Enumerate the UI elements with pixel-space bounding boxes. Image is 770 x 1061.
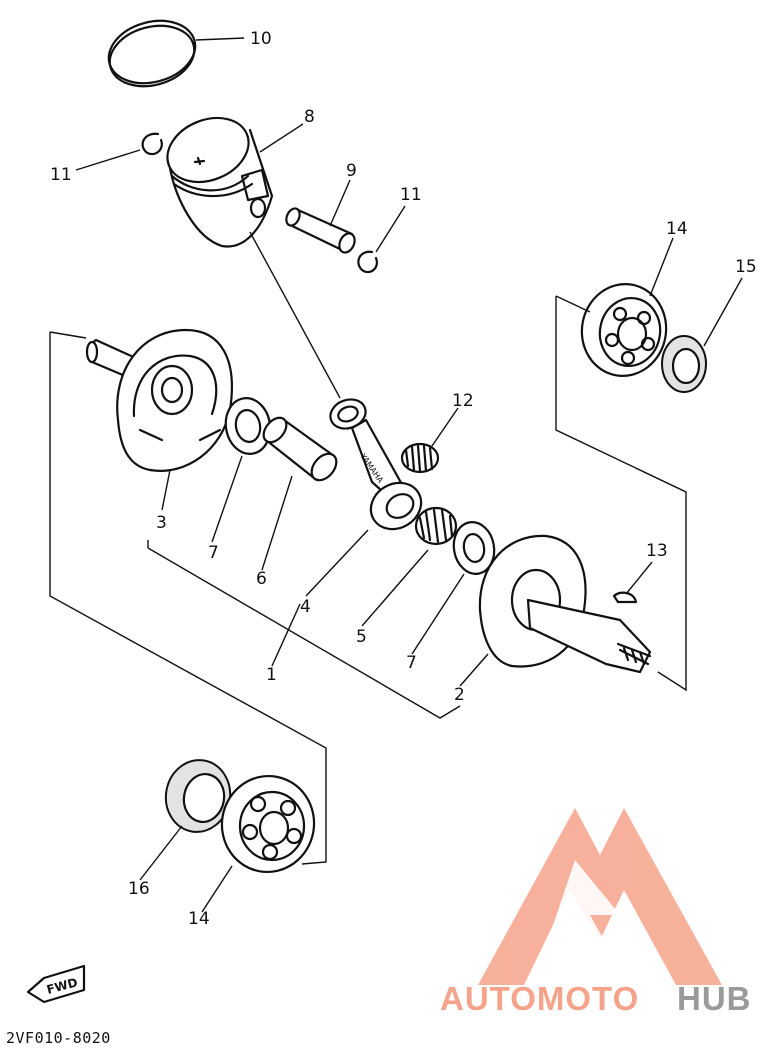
callout-1: 1: [266, 665, 277, 685]
oil-seal-left: [164, 759, 232, 833]
callout-14a: 14: [666, 219, 688, 239]
callout-11a: 11: [50, 165, 72, 185]
leader-lines: [75, 37, 743, 913]
crank-half-left: [85, 328, 233, 472]
callout-16: 16: [128, 879, 150, 899]
oil-seal-right: [661, 335, 707, 393]
crank-half-right: [478, 534, 652, 674]
callout-7b: 7: [406, 653, 417, 673]
crank-bearing-left: [220, 774, 316, 874]
crank-bearing-right: [580, 283, 668, 377]
watermark-logo: [478, 808, 722, 985]
watermark-text-dark: HUB: [677, 980, 752, 1017]
forward-direction-arrow: FWD: [26, 964, 86, 1004]
connecting-rod: YAMAHA: [329, 398, 423, 531]
callout-6: 6: [256, 569, 267, 589]
crank-pin: [262, 416, 338, 482]
callout-4: 4: [300, 597, 311, 617]
needle-bearing-small: [400, 442, 440, 474]
callout-2: 2: [454, 685, 465, 705]
callout-14b: 14: [188, 909, 210, 929]
callout-labels: 10 8 11 9 11 14 15 12 3 7 6 4 5 1 7 13 2…: [50, 29, 757, 929]
callout-7a: 7: [208, 543, 219, 563]
callout-11b: 11: [400, 185, 422, 205]
circlip-left: [141, 132, 163, 156]
needle-bearing-big: [414, 506, 458, 546]
drawing-code: 2VF010-8020: [6, 1029, 111, 1047]
circlip-right: [357, 250, 378, 274]
callout-5: 5: [356, 627, 367, 647]
piston-pin: [285, 207, 356, 254]
callout-9: 9: [346, 161, 357, 181]
callout-10: 10: [250, 29, 272, 49]
callout-12: 12: [452, 391, 474, 411]
thrust-washer-right: [452, 521, 496, 575]
callout-15: 15: [735, 257, 757, 277]
piston-ring: [107, 19, 197, 88]
watermark-text-light: AUTOMOTO: [440, 980, 639, 1017]
callout-8: 8: [304, 107, 315, 127]
callout-3: 3: [156, 513, 167, 533]
assembly-lines: [49, 231, 687, 865]
woodruff-key: [612, 591, 638, 604]
callout-13: 13: [646, 541, 668, 561]
piston: [166, 116, 274, 248]
